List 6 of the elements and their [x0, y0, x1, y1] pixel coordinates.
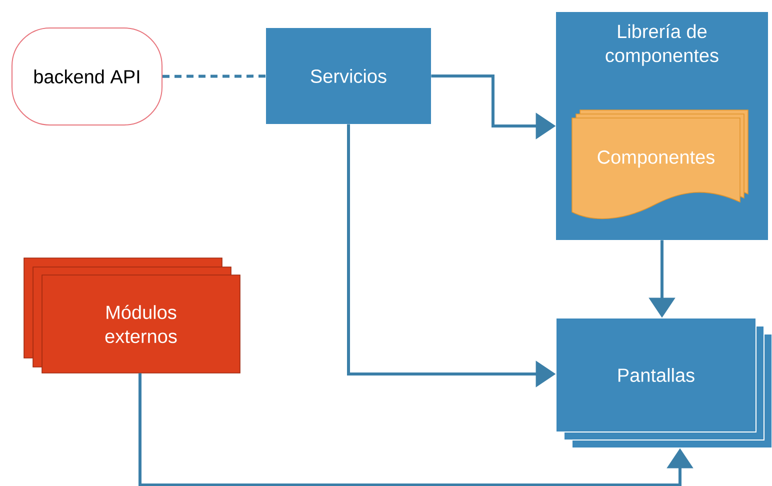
api-box: backend API — [12, 28, 162, 126]
module-stack: Módulos externos — [24, 258, 240, 374]
screen-stack: Pantallas — [556, 318, 772, 448]
connector-line — [162, 74, 266, 78]
process-box: Servicios — [266, 28, 431, 124]
document-stack: Componentes — [572, 110, 748, 220]
